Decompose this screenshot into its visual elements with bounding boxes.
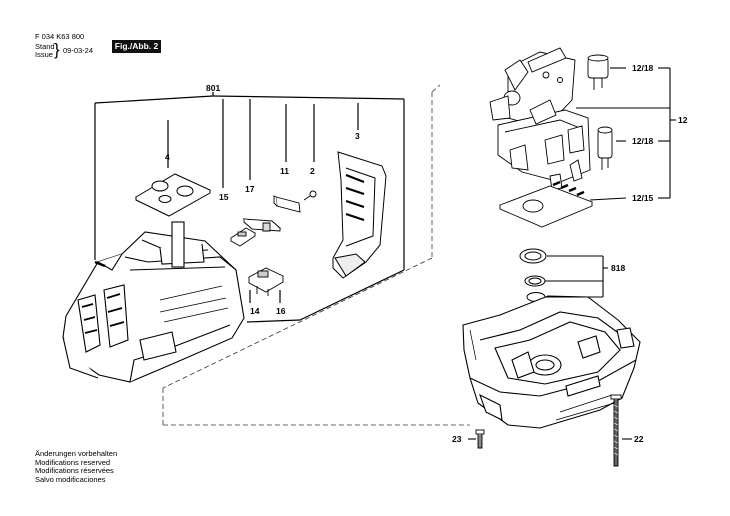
label-12: 12 [678,115,688,125]
label-12-18-lower: 12/18 [632,136,654,146]
o-ring-set [519,248,547,302]
part-3-side-cover [332,151,387,279]
screw-23 [475,429,485,449]
part-4-lens-plate [134,173,212,217]
microswitch-upper [587,54,609,90]
dashed-assembly-frame [162,84,470,426]
label-16: 16 [276,306,286,316]
group-801-bracket [94,92,405,323]
part-17-bracket [242,218,282,232]
leveling-mechanism [489,47,591,191]
note-english: Modifications reserved [35,457,111,467]
label-15: 15 [219,192,229,202]
right-leader-lines [468,67,676,440]
part-2-screw [303,190,317,201]
modification-notes: Änderungen vorbehalten Modifications res… [35,449,118,484]
label-22: 22 [634,434,644,444]
figure-label: Fig./Abb. 2 [112,40,161,53]
microswitch-lower [597,126,613,170]
upper-housing [62,221,245,383]
part-14-16-switch [248,267,284,296]
issue-date: 09-03-24 [63,46,94,55]
circuit-board [498,180,594,228]
screw-22 [610,394,622,467]
part-15-bracket [230,227,256,247]
label-818: 818 [611,263,625,273]
label-11: 11 [280,166,289,176]
label-3: 3 [355,131,360,141]
stand-label: Stand [35,42,55,51]
label-12-15: 12/15 [632,193,654,203]
part-11-clip [273,195,301,213]
label-14: 14 [250,306,260,316]
label-12-18-upper: 12/18 [632,63,654,73]
label-801: 801 [206,83,220,93]
note-spanish: Salvo modificaciones [35,474,106,484]
label-23: 23 [452,434,462,444]
label-2: 2 [310,166,315,176]
label-17: 17 [245,184,255,194]
issue-label: Issue [35,50,53,59]
stand-issue-brace: } [54,40,60,59]
label-4: 4 [165,152,170,162]
lower-housing [462,295,641,429]
note-french: Modifications réservées [35,466,114,475]
document-code: F 034 K63 800 [35,32,85,41]
note-german: Änderungen vorbehalten [35,449,118,458]
